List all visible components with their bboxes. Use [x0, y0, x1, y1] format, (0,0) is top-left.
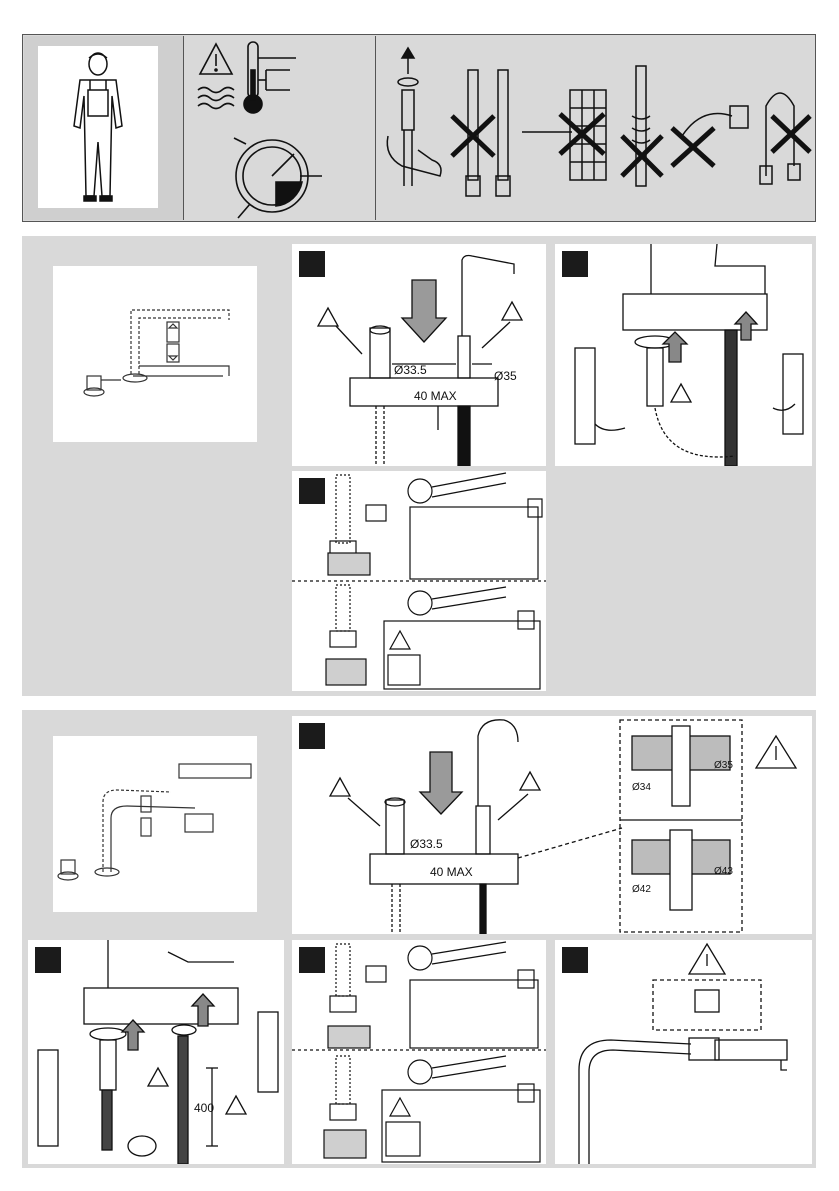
conditions-panel: [190, 36, 376, 220]
faucet-pullout-overview-icon: [53, 736, 257, 912]
step-number-box: [35, 947, 61, 973]
step-number-box: [562, 947, 588, 973]
step-number-box: [299, 947, 325, 973]
flexible-hose-icon: [402, 90, 414, 130]
detail-bot-inner: Ø42: [632, 884, 651, 895]
s1-overview-panel: [53, 266, 257, 442]
detail-top-outer: Ø35: [714, 760, 733, 771]
s2-step-connect-panel: [292, 940, 546, 1164]
step-number-box: [299, 723, 325, 749]
dia-label-left: Ø33.5: [410, 837, 443, 851]
s2-overview-panel: [53, 736, 257, 912]
thickness-label: 40 MAX: [430, 865, 473, 879]
worker-panel: [24, 36, 184, 220]
detail-top-inner: Ø34: [632, 782, 651, 793]
heat-waves-icon: [198, 88, 234, 93]
worker-box: [38, 46, 158, 208]
step-number-box: [299, 478, 325, 504]
s1-step-connect-panel: [292, 471, 546, 691]
s2-step-mount-panel: Ø33.5 40 MAX Ø35 Ø34 Ø43 Ø42: [292, 716, 812, 934]
thickness-label: 40 MAX: [414, 389, 457, 403]
s2-step-spray-panel: [555, 940, 812, 1164]
s2-step-fix-panel: 400: [28, 940, 284, 1164]
s1-step-mount-panel: Ø33.5 Ø35 40 MAX: [292, 244, 546, 466]
s1-step-fix-panel: [555, 244, 812, 466]
hose-length-label: 400: [194, 1101, 214, 1115]
faucet-overview-icon: [53, 266, 257, 442]
step-number-box: [299, 251, 325, 277]
step-number-box: [562, 251, 588, 277]
dia-label-left: Ø33.5: [394, 363, 427, 377]
worker-figure-icon: [38, 46, 158, 208]
detail-bot-outer: Ø43: [714, 866, 733, 877]
dia-label-right: Ø35: [494, 369, 517, 383]
hose-panel: [382, 36, 814, 220]
